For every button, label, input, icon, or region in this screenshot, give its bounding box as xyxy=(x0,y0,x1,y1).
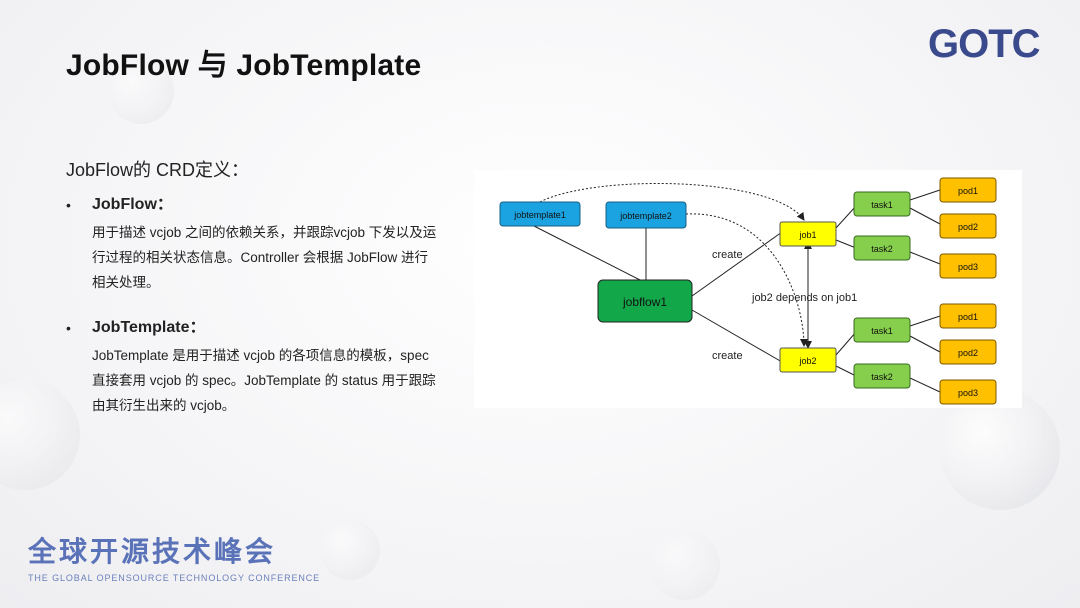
conference-name-cn: 全球开源技术峰会 xyxy=(28,536,277,567)
node-label: pod2 xyxy=(958,222,978,232)
node-label: pod3 xyxy=(958,262,978,272)
jobflow-item: • JobFlow： 用于描述 vcjob 之间的依赖关系，并跟踪vcjob 下… xyxy=(66,194,466,295)
diagram-edges xyxy=(533,182,941,393)
node-jobtemplate2: jobtemplate2 xyxy=(605,201,687,229)
edge-task2b-pod3 xyxy=(909,377,941,393)
node-jobflow1: jobflow1 xyxy=(597,279,693,323)
node-label: pod1 xyxy=(958,312,978,322)
edge-template1-jobflow xyxy=(533,225,645,283)
gotc-logo: GOTC xyxy=(928,22,1041,62)
bullet: • xyxy=(66,320,71,336)
desc-line: 相关处理。 xyxy=(92,275,160,290)
logo-text: GOTC xyxy=(928,22,1040,62)
node-job1-task2: task2 xyxy=(853,235,911,261)
edge-job1-task1 xyxy=(835,205,857,229)
jobflow-diagram: jobtemplate1 jobtemplate2 jobflow1 job1 … xyxy=(474,170,1022,408)
node-label: task2 xyxy=(871,372,893,382)
label-depends: job2 depends on job1 xyxy=(751,292,857,304)
node-job1: job1 xyxy=(779,221,837,247)
jobtemplate-heading: JobTemplate： xyxy=(92,319,206,336)
node-job2-task1: task1 xyxy=(853,317,911,343)
decor-bubble xyxy=(940,390,1060,510)
crd-intro: JobFlow的 CRD定义： xyxy=(66,160,250,180)
node-label: job2 xyxy=(798,356,816,366)
label-create-top: create xyxy=(712,249,743,261)
node-label: pod3 xyxy=(958,388,978,398)
jobtemplate-description: JobTemplate 是用于描述 vcjob 的各项信息的模板，spec 直接… xyxy=(92,343,466,418)
node-job1-pod3: pod3 xyxy=(939,253,997,279)
edge-task1-pod1 xyxy=(909,189,941,201)
node-label: job1 xyxy=(798,230,816,240)
node-label: jobflow1 xyxy=(622,295,667,309)
label-create-bottom: create xyxy=(712,350,743,362)
node-job2-pod1: pod1 xyxy=(939,303,997,329)
edge-template2-job2-dotted xyxy=(685,213,808,347)
slide-title: JobFlow 与 JobTemplate xyxy=(66,49,422,82)
edge-template1-job1-dotted xyxy=(539,182,805,221)
edge-job2-task1 xyxy=(835,331,857,356)
desc-line: 直接套用 vcjob 的 spec。JobTemplate 的 status 用… xyxy=(92,373,436,388)
node-label: task1 xyxy=(871,326,893,336)
conference-name-en: THE GLOBAL OPENSOURCE TECHNOLOGY CONFERE… xyxy=(28,573,321,583)
edge-task1-pod2 xyxy=(909,207,941,225)
node-job2-task2: task2 xyxy=(853,363,911,389)
desc-line: 行过程的相关状态信息。Controller 会根据 JobFlow 进行 xyxy=(92,250,429,265)
jobtemplate-item: • JobTemplate： JobTemplate 是用于描述 vcjob 的… xyxy=(66,317,466,418)
node-label: jobtemplate2 xyxy=(619,211,672,221)
decor-bubble xyxy=(108,58,174,124)
node-job1-task1: task1 xyxy=(853,191,911,217)
node-label: task1 xyxy=(871,200,893,210)
edge-job1-task2 xyxy=(835,239,857,249)
node-job2: job2 xyxy=(779,347,837,373)
node-job1-pod1: pod1 xyxy=(939,177,997,203)
edge-jobflow-job2 xyxy=(691,309,783,363)
bullet: • xyxy=(66,197,71,213)
node-label: pod2 xyxy=(958,348,978,358)
edge-task2-pod3 xyxy=(909,251,941,265)
jobflow-description: 用于描述 vcjob 之间的依赖关系，并跟踪vcjob 下发以及运 行过程的相关… xyxy=(92,220,466,295)
node-job1-pod2: pod2 xyxy=(939,213,997,239)
decor-bubble xyxy=(320,520,380,580)
node-label: pod1 xyxy=(958,186,978,196)
edge-job2-task2 xyxy=(835,365,857,377)
edge-task1b-pod1 xyxy=(909,315,941,327)
desc-line: 由其衍生出来的 vcjob。 xyxy=(92,398,236,413)
node-label: task2 xyxy=(871,244,893,254)
node-job2-pod3: pod3 xyxy=(939,379,997,405)
desc-line: JobTemplate 是用于描述 vcjob 的各项信息的模板，spec xyxy=(92,348,429,363)
desc-line: 用于描述 vcjob 之间的依赖关系，并跟踪vcjob 下发以及运 xyxy=(92,225,437,240)
edge-jobflow-job1 xyxy=(691,231,783,297)
node-job2-pod2: pod2 xyxy=(939,339,997,365)
node-label: jobtemplate1 xyxy=(513,210,566,220)
node-jobtemplate1: jobtemplate1 xyxy=(499,201,581,227)
decor-bubble xyxy=(650,530,720,600)
content-column: JobFlow的 CRD定义： • JobFlow： 用于描述 vcjob 之间… xyxy=(66,156,466,440)
edge-task1b-pod2 xyxy=(909,335,941,353)
jobflow-heading: JobFlow： xyxy=(92,196,173,213)
